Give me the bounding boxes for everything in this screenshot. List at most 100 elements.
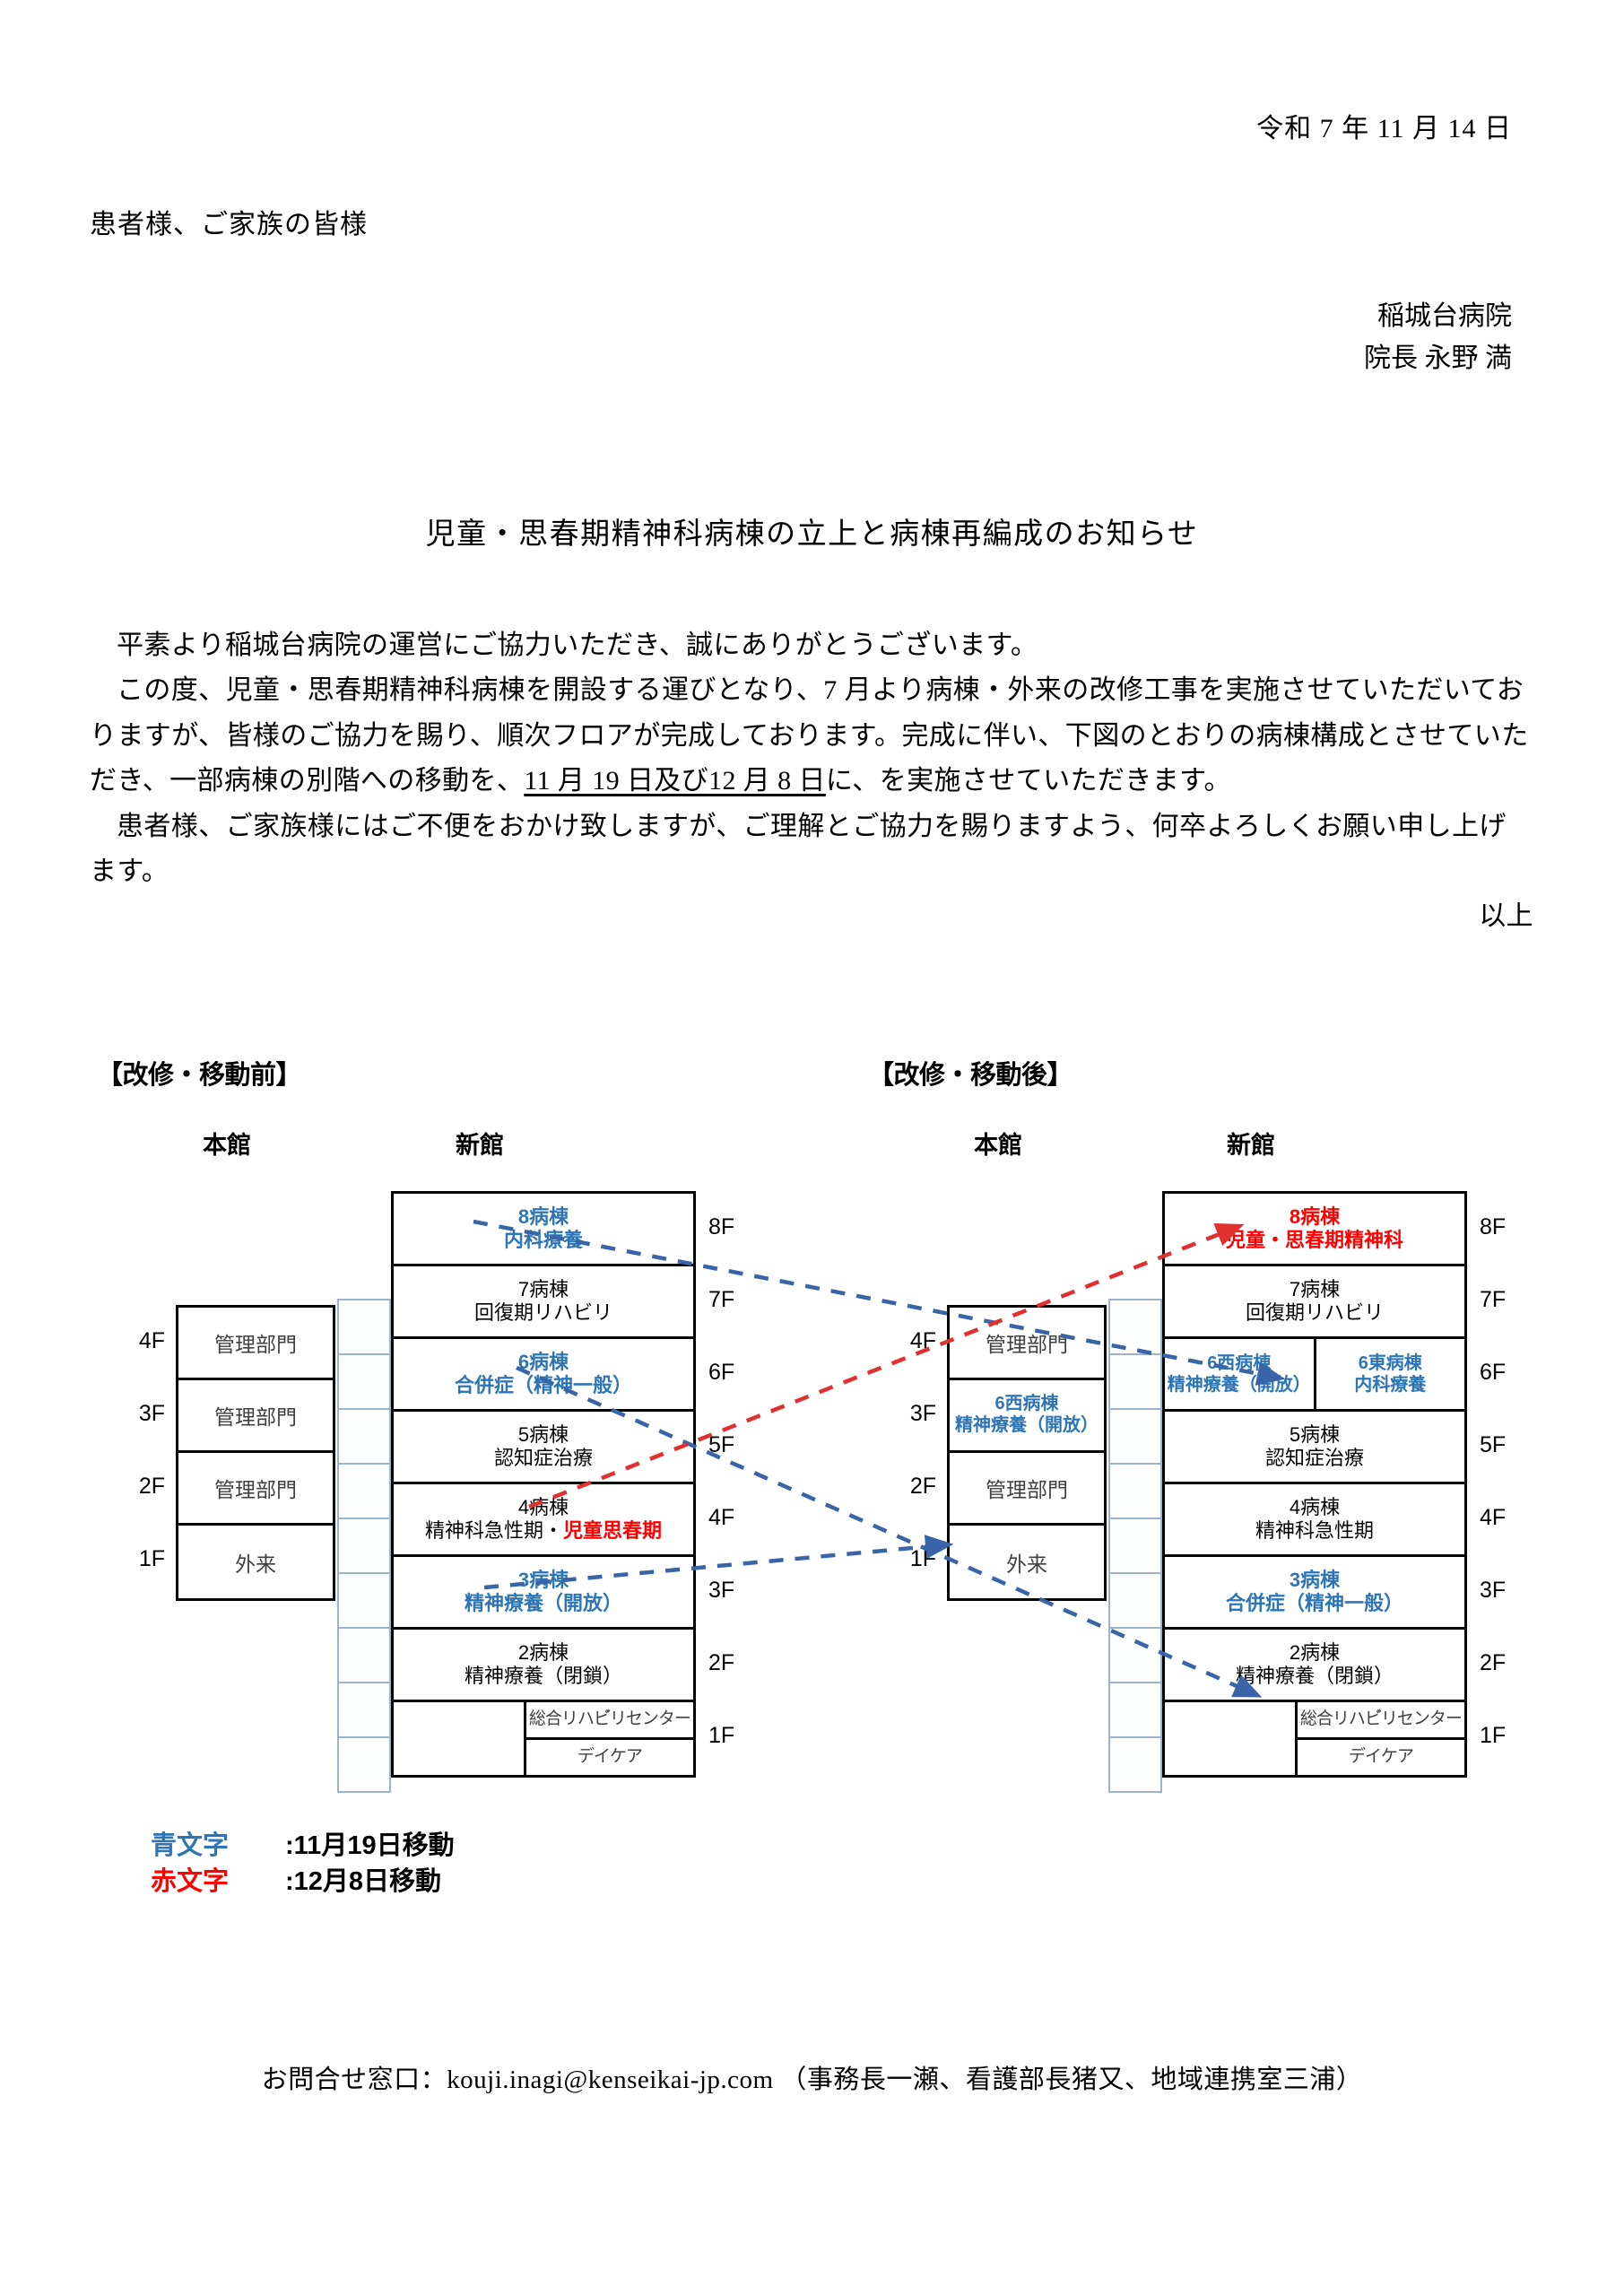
- connector-box: [337, 1518, 391, 1574]
- ward-detail: 回復期リハビリ: [1245, 1301, 1384, 1324]
- new-floor-7f: 7病棟 回復期リハビリ: [1165, 1266, 1464, 1339]
- new-floor-1f: 総合リハビ゙リセンター デイケア: [1165, 1702, 1464, 1775]
- legend-value-blue: :11月19日移動: [285, 1831, 455, 1860]
- move-date-2: 12 月 8 日: [708, 766, 826, 796]
- contact-footer: お問合せ窓口：kouji.inagi@kenseikai-jp.com （事務長…: [261, 2066, 1363, 2094]
- ward-name: 5病棟: [517, 1422, 569, 1446]
- connector-box: [1108, 1518, 1162, 1574]
- floor-tick: 3F: [909, 1401, 936, 1426]
- floor-tick: 1F: [1480, 1723, 1507, 1748]
- new-floor-2f: 2病棟 精神療養（閉鎖）: [1165, 1630, 1464, 1702]
- floor-tick: 4F: [909, 1328, 936, 1353]
- floor-tick: 3F: [708, 1578, 735, 1603]
- floor-tick: 4F: [1480, 1505, 1507, 1530]
- new-floor-1f: 総合リハビ゙リセンター デイケア: [394, 1702, 693, 1775]
- new-floor-8f: 8病棟 内科療養: [394, 1194, 693, 1266]
- connector-box: [337, 1408, 391, 1465]
- panel-before-connector-shaft: [337, 1299, 391, 1793]
- daycare-label: デイケア: [1348, 1747, 1414, 1767]
- new-floor-2f: 2病棟 精神療養（閉鎖）: [394, 1630, 693, 1702]
- ward-name: 3病棟: [517, 1568, 569, 1591]
- floor-tick: 6F: [708, 1360, 735, 1385]
- ward-detail-red: 児童思春期: [563, 1519, 663, 1542]
- ward-detail: 精神療養（開放）: [464, 1592, 622, 1614]
- sender-block: 稲城台病院 院長 永野 満: [1364, 296, 1512, 379]
- floor-tick: 5F: [1480, 1432, 1507, 1457]
- rehab-center-label: 総合リハビ゙リセンター: [1297, 1702, 1464, 1740]
- ward-name: 3病棟: [1289, 1568, 1341, 1591]
- new-floor-7f: 7病棟 回復期リハビリ: [394, 1266, 693, 1339]
- panel-before-main-building-label: 本館: [203, 1132, 251, 1159]
- ward-name: 6西病棟: [994, 1394, 1059, 1414]
- ward-detail: 精神療養（開放）: [955, 1415, 1099, 1435]
- panel-before-main-floor-ticks: 4F 3F 2F 1F: [115, 1305, 170, 1596]
- main-floor-1f: 外来: [235, 1552, 276, 1576]
- floor-tick: 2F: [909, 1474, 936, 1499]
- ward-layout-diagram: 【改修・移動前】 本館 新館 4F 3F 2F 1F 管理部門 管理部門 管理部…: [0, 1031, 1624, 1928]
- addressee-line: 患者様、ご家族の皆様: [90, 210, 368, 239]
- panel-before-title: 【改修・移動前】: [97, 1061, 302, 1090]
- document-title: 児童・思春期精神科病棟の立上と病棟再編成のお知らせ: [425, 518, 1199, 551]
- ward-detail: 合併症（精神一般）: [454, 1374, 632, 1396]
- ward-6west: 6西病棟 精神療養（開放）: [1165, 1339, 1316, 1409]
- ward-detail: 児童・思春期精神科: [1225, 1229, 1403, 1251]
- legend-key-red: 赤文字: [151, 1867, 230, 1897]
- main-floor-4f: 管理部門: [178, 1308, 333, 1380]
- panel-after-main-floor-ticks: 4F 3F 2F 1F: [886, 1305, 942, 1596]
- floor-tick: 8F: [1480, 1214, 1507, 1239]
- floor-tick: 7F: [708, 1287, 735, 1312]
- floor-tick: 6F: [1480, 1360, 1507, 1385]
- ward-name: 4病棟: [517, 1495, 569, 1518]
- ground-empty-area: [1165, 1702, 1295, 1775]
- body-paragraph-2-part-a: この度、児童・思春期精神科病棟を開設する運びとなり、7 月より病棟・外来の改修工…: [90, 675, 1529, 796]
- move-date-1: 11 月 19 日及び: [524, 766, 709, 796]
- ward-detail: 認知症治療: [1264, 1447, 1364, 1469]
- panel-after-new-building: 8病棟 児童・思春期精神科 7病棟 回復期リハビリ 6西病棟 精神療養（開放） …: [1162, 1191, 1467, 1778]
- ward-detail-black: 精神科急性期・: [424, 1519, 563, 1542]
- ward-name: 4病棟: [1289, 1495, 1341, 1518]
- floor-tick: 2F: [138, 1474, 165, 1499]
- connector-box: [1108, 1463, 1162, 1519]
- connector-box: [337, 1463, 391, 1519]
- body-paragraph-3: 患者様、ご家族様にはご不便をおかけ致しますが、ご理解とご協力を賜りますよう、何卒…: [90, 811, 1507, 886]
- connector-box: [337, 1736, 391, 1793]
- ward-detail: 内科療養: [503, 1229, 583, 1251]
- body-paragraph-2-part-b: に、を実施させていただきます。: [825, 766, 1231, 796]
- floor-tick: 3F: [138, 1401, 165, 1426]
- legend-row-blue: 青文字 :11月19日移動: [151, 1828, 455, 1864]
- ward-detail: 精神療養（閉鎖）: [464, 1665, 622, 1687]
- floor-tick: 4F: [708, 1505, 735, 1530]
- ground-empty-area: [394, 1702, 524, 1775]
- connector-box: [337, 1682, 391, 1738]
- floor-tick: 1F: [708, 1723, 735, 1748]
- ward-name: 6病棟: [517, 1350, 569, 1373]
- new-floor-3f: 3病棟 精神療養（開放）: [394, 1557, 693, 1630]
- main-floor-1f: 外来: [1006, 1552, 1047, 1576]
- main-floor-4f: 管理部門: [950, 1308, 1104, 1380]
- panel-after-new-floor-ticks: 8F 7F 6F 5F 4F 3F 2F 1F: [1474, 1191, 1528, 1772]
- new-floor-4f: 4病棟 精神科急性期: [1165, 1484, 1464, 1557]
- panel-before-main-building: 管理部門 管理部門 管理部門 外来: [176, 1305, 335, 1601]
- ward-name: 2病棟: [1289, 1640, 1341, 1664]
- legend-value-red: :12月8日移動: [285, 1867, 442, 1897]
- panel-before-new-building: 8病棟 内科療養 7病棟 回復期リハビリ 6病棟 合併症（精神一般） 5病棟 認…: [391, 1191, 696, 1778]
- new-floor-3f: 3病棟 合併症（精神一般）: [1165, 1557, 1464, 1630]
- ward-6east: 6東病棟 内科療養: [1316, 1339, 1465, 1409]
- daycare-label: デイケア: [577, 1747, 643, 1767]
- rehab-center-label: 総合リハビ゙リセンター: [525, 1702, 693, 1740]
- floor-tick: 2F: [1480, 1650, 1507, 1675]
- new-floor-6f: 6病棟 合併症（精神一般）: [394, 1339, 693, 1412]
- floor-tick: 7F: [1480, 1287, 1507, 1312]
- connector-box: [1108, 1572, 1162, 1629]
- connector-box: [1108, 1408, 1162, 1465]
- ward-detail: 認知症治療: [493, 1447, 593, 1469]
- body-paragraph-1: 平素より稲城台病院の運営にご協力いただき、誠にありがとうございます。: [117, 631, 1038, 660]
- connector-box: [1108, 1353, 1162, 1410]
- floor-tick: 5F: [708, 1432, 735, 1457]
- ground-facilities: 総合リハビ゙リセンター デイケア: [523, 1702, 693, 1775]
- ward-detail: 精神科急性期・児童思春期: [425, 1519, 662, 1543]
- body-paragraph-2: この度、児童・思春期精神科病棟を開設する運びとなり、7 月より病棟・外来の改修工…: [90, 668, 1533, 804]
- ward-name: 7病棟: [517, 1277, 569, 1300]
- connector-box: [337, 1627, 391, 1683]
